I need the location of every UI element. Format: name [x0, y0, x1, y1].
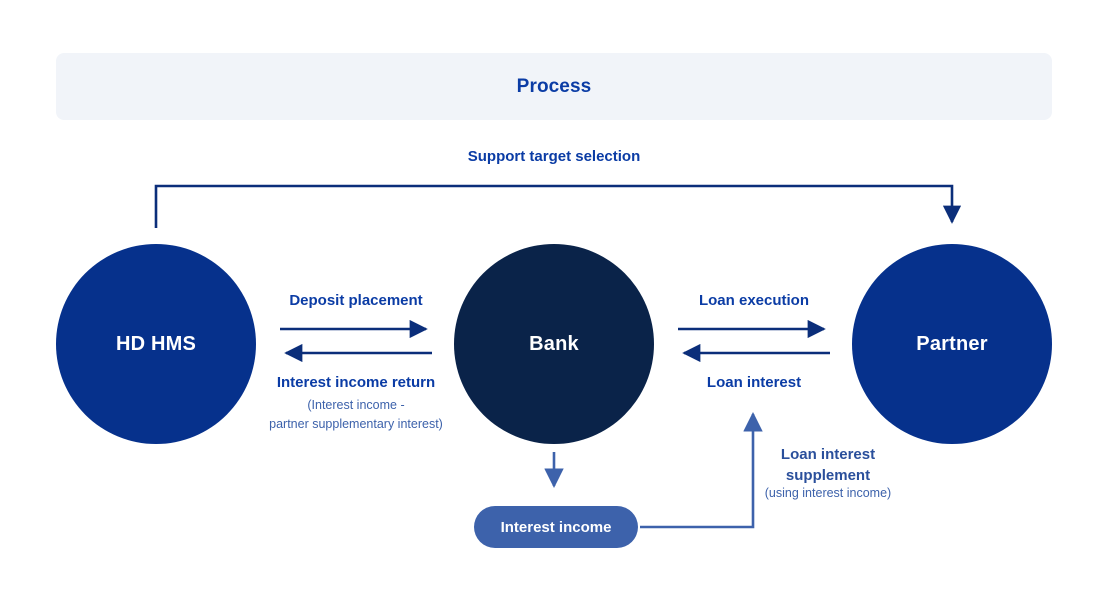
node-partner-label: Partner	[916, 332, 988, 355]
process-header-band: Process	[56, 53, 1052, 120]
edge-label-interest-income-return: Interest income return	[276, 374, 436, 391]
node-partner[interactable]: Partner	[852, 244, 1052, 444]
node-hd-hms-label: HD HMS	[115, 332, 197, 355]
edge-sublabel-interest-income-return-line-1: (Interest income -	[307, 398, 405, 412]
node-bank[interactable]: Bank	[454, 244, 654, 444]
page-title: Process	[516, 75, 592, 97]
edge-label-loan-interest: Loan interest	[706, 374, 802, 391]
edge-loan-interest-supplement	[640, 412, 763, 529]
edge-sublabel-interest-income-return: (Interest income - partner supplementary…	[246, 396, 466, 435]
edge-label-loan-interest-supplement-line-2: supplement	[785, 467, 871, 485]
node-hd-hms[interactable]: HD HMS	[56, 244, 256, 444]
edge-label-loan-execution: Loan execution	[698, 292, 810, 309]
edge-label-loan-interest-supplement: Loan interest supplement	[738, 444, 918, 487]
node-interest-income[interactable]: Interest income	[474, 506, 638, 548]
node-bank-label: Bank	[529, 332, 579, 355]
edge-support-target-selection	[154, 184, 962, 228]
node-interest-income-label: Interest income	[500, 518, 612, 536]
edge-label-support-target-selection: Support target selection	[467, 148, 641, 165]
edge-sublabel-loan-interest-supplement: (using interest income)	[764, 486, 892, 500]
edge-label-deposit-placement: Deposit placement	[289, 292, 423, 309]
edge-sublabel-interest-income-return-line-2: partner supplementary interest)	[269, 417, 443, 432]
edge-label-loan-interest-supplement-line-1: Loan interest	[780, 446, 876, 463]
